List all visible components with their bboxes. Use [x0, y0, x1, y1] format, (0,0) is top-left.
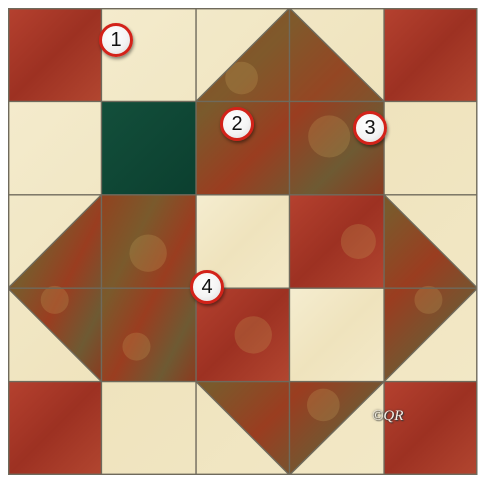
- marker-3: 3: [353, 111, 387, 145]
- corner-square-top-left: [8, 8, 101, 101]
- marker-1-label: 1: [110, 29, 121, 52]
- corner-square-bottom-left: [8, 382, 101, 475]
- marker-4-label: 4: [201, 276, 212, 299]
- marker-3-label: 3: [364, 117, 375, 140]
- corner-square-bottom-right: [384, 382, 477, 475]
- marker-4: 4: [190, 270, 224, 304]
- corner-square-top-right: [384, 8, 477, 101]
- quilt-block: [8, 8, 477, 475]
- quilt-block-image: [8, 8, 477, 475]
- marker-1: 1: [99, 23, 133, 57]
- watermark: ©QR: [372, 408, 403, 425]
- marker-2-label: 2: [231, 113, 242, 136]
- center-cream-bottom-right: [289, 288, 384, 381]
- marker-2: 2: [220, 107, 254, 141]
- green-square-top-left: [101, 101, 196, 194]
